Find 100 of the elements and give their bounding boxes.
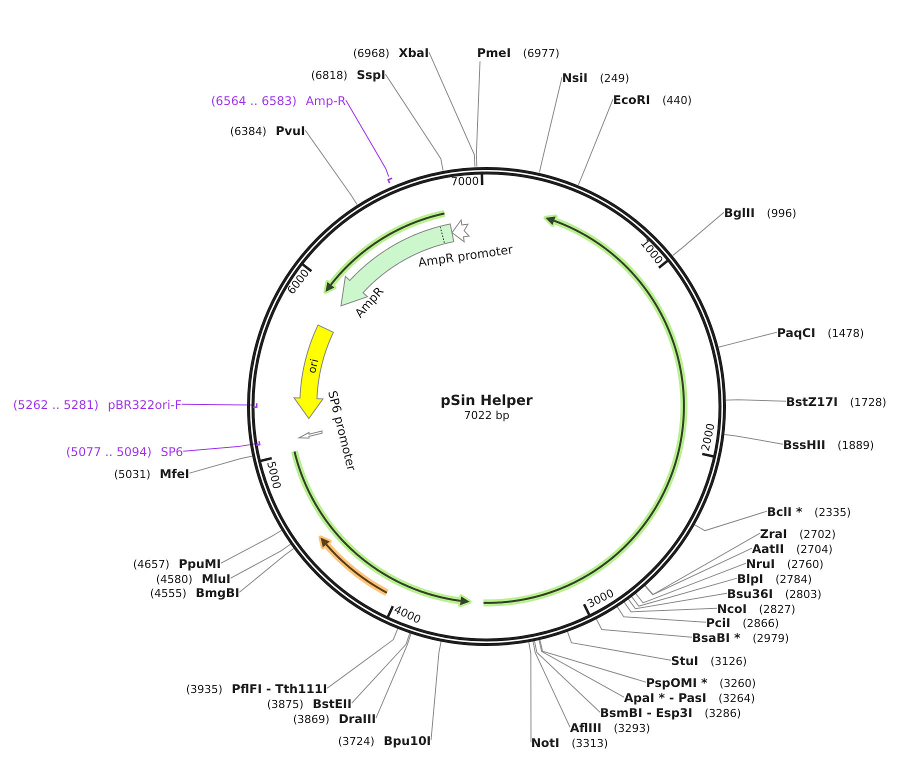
cut-site-position: (2866) <box>742 617 780 630</box>
leader-line <box>694 510 768 532</box>
cut-site-position: (1478) <box>827 327 864 340</box>
cut-site-position: (6977) <box>522 47 560 60</box>
cut-site-position: (3260) <box>719 677 756 690</box>
enzyme-name: StuI <box>671 654 698 668</box>
cut-site-position: (3935) <box>186 683 223 696</box>
leader-line <box>635 562 746 604</box>
cut-site-position: (2760) <box>786 558 824 571</box>
scale-label: 3000 <box>585 587 616 612</box>
enzyme-name: BstZ17I <box>786 395 838 409</box>
cut-site-position: (2827) <box>758 603 796 616</box>
cut-site-position: (4580) <box>156 573 193 586</box>
enzyme-name: NotI <box>531 736 560 750</box>
enzyme-name: PflFI - Tth111I <box>232 682 328 696</box>
cut-site-position: (1728) <box>850 396 886 409</box>
leader-line <box>182 443 256 452</box>
cut-site-position: (3875) <box>267 698 304 711</box>
leader-line <box>578 98 614 186</box>
enzyme-name: PmeI <box>477 46 511 60</box>
cut-site-position: (4555) <box>150 587 187 600</box>
enzyme-name: BglII <box>724 206 755 220</box>
cut-site-position: (5031) <box>114 468 151 481</box>
primer-mark-icon <box>252 402 258 408</box>
enzyme-name: NcoI <box>717 602 747 616</box>
enzyme-name: BssHII <box>783 438 826 452</box>
leader-line <box>304 130 358 205</box>
cut-site-position: (2803) <box>785 588 822 601</box>
enzyme-name: XbaI <box>398 46 429 60</box>
leader-line <box>534 640 600 713</box>
leader-line <box>644 532 760 596</box>
primer-name: SP6 <box>160 445 184 459</box>
cut-site-position: (6384) <box>230 125 267 138</box>
leader-line <box>725 399 786 402</box>
leader-line <box>220 530 282 564</box>
enzyme-name: PspOMI * <box>646 676 708 690</box>
enzyme-name: BlpI <box>737 572 764 586</box>
leader-line <box>528 641 532 743</box>
leader-line <box>566 630 672 661</box>
leader-line <box>428 52 476 168</box>
enzyme-name: SspI <box>356 68 386 82</box>
cut-site-position: (2979) <box>752 632 790 645</box>
scale-label: 7000 <box>450 176 480 189</box>
leader-line <box>624 602 718 612</box>
leader-line <box>628 592 728 610</box>
leader-line <box>345 100 390 178</box>
enzyme-name: Bpu10I <box>384 734 432 748</box>
leader-line <box>538 639 624 698</box>
leader-line <box>476 60 480 168</box>
cut-site-position: (3286) <box>704 707 742 720</box>
primer-site-range: (6564 .. 6583) <box>211 94 297 108</box>
cut-site-position: (1889) <box>837 439 874 452</box>
cut-site-position: (3313) <box>572 737 608 750</box>
enzyme-name: EcoRI <box>613 93 650 107</box>
cut-site-position: (3869) <box>293 713 330 726</box>
cut-site-position: (249) <box>600 72 630 85</box>
cut-site-position: (2335) <box>814 506 851 519</box>
feature-label: AmpR promoter <box>417 243 514 270</box>
cut-site-position: (6968) <box>353 47 390 60</box>
leader-line <box>644 548 752 596</box>
enzyme-name: BclI * <box>767 505 802 519</box>
primer-site-range: (5262 .. 5281) <box>13 398 99 412</box>
cut-site-position: (3126) <box>710 655 747 668</box>
enzyme-name: PciI <box>706 616 730 630</box>
leader-line <box>718 332 778 348</box>
leader-line <box>430 640 442 741</box>
primer-name: pBR322ori-F <box>108 398 182 412</box>
cut-site-position: (2702) <box>799 528 836 541</box>
leader-line <box>596 618 692 638</box>
scale-label: 4000 <box>392 604 422 628</box>
leader-line <box>631 578 738 607</box>
enzyme-name: BmgBI <box>196 586 240 600</box>
primer-mark-icon <box>255 440 261 447</box>
leader-line <box>181 404 252 406</box>
leader-line <box>532 640 570 728</box>
leader-line <box>238 548 294 593</box>
plasmid-name: pSin Helper <box>440 393 533 410</box>
enzyme-name: BstEII <box>312 697 352 711</box>
enzyme-name: BsaBI * <box>692 631 740 645</box>
enzyme-name: Bsu36I <box>727 587 773 601</box>
enzyme-name: AflIII <box>570 721 602 735</box>
leader-line <box>326 628 398 689</box>
scale-label: 5000 <box>264 460 282 490</box>
leader-line <box>384 74 444 171</box>
cut-site-position: (3724) <box>338 735 375 748</box>
cut-site-position: (4657) <box>133 558 170 571</box>
enzyme-name: PaqCI <box>777 326 816 340</box>
cut-site-position: (2704) <box>796 543 833 556</box>
leader-line <box>188 456 253 474</box>
leader-line <box>539 638 646 683</box>
enzyme-name: NsiI <box>562 71 588 85</box>
plasmid-length: 7022 bp <box>464 410 510 423</box>
enzyme-name: ZraI <box>760 527 788 541</box>
cut-site-position: (996) <box>766 207 796 220</box>
enzyme-name: AatII <box>752 542 784 556</box>
leader-line <box>230 544 292 579</box>
cut-site-position: (440) <box>662 94 692 107</box>
cut-site-position: (6818) <box>311 69 348 82</box>
leader-line <box>538 76 562 173</box>
enzyme-name: ApaI * - PasI <box>624 691 706 705</box>
